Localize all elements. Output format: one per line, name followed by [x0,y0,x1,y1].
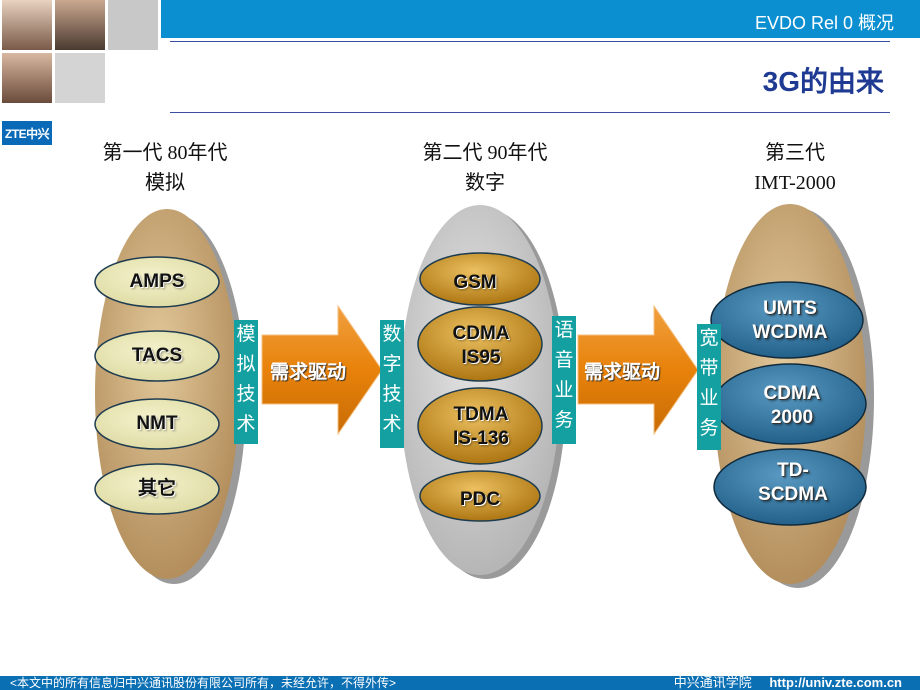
header-photo-1 [2,0,52,50]
gsm-ellipse [419,252,541,306]
gen2-label: 第二代 90年代 数字 [390,138,580,198]
tech-nmt: NMT [136,413,178,434]
header-divider-top [170,41,890,42]
tech-cdma2000: CDMA 2000 [763,383,821,428]
gen3-title: 第三代 [765,142,825,164]
page-title: 3G的由来 [762,66,884,97]
footer-bar [0,676,920,690]
broadband-service-label: 宽带业务 [697,324,721,450]
header-photo-3 [2,53,52,103]
analog-tech-label: 模拟技术 [234,320,258,444]
tech-tdma-is136: TDMA IS-136 [453,404,509,449]
demand-arrow-1 [261,304,383,436]
header-photo-2 [55,0,105,50]
gen1-label: 第一代 80年代 模拟 [70,138,260,198]
gen2-title: 第二代 90年代 [422,142,548,164]
nmt-ellipse [94,398,220,450]
tdscdma-ellipse [713,448,867,526]
tacs-ellipse [94,330,220,382]
amps-ellipse [94,256,220,308]
gen3-label: 第三代 IMT-2000 [700,138,890,198]
tech-tacs: TACS [131,345,183,366]
footer-site: 中兴通讯学院 http://univ.zte.com.cn [674,675,902,690]
digital-tech-label: 数字技术 [380,320,404,448]
tdma-ellipse [417,387,543,465]
tech-cdma-is95: CDMA IS95 [452,323,510,368]
tech-td-scdma: TD-SCDMA [758,460,828,505]
header-divider-bottom [170,112,890,113]
demand-arrow-1-label: 需求驱动 [270,362,347,383]
footer-url[interactable]: http://univ.zte.com.cn [769,675,902,690]
pdc-ellipse [419,470,541,522]
header-title: EVDO Rel 0 概况 [754,13,894,33]
footer-org: 中兴通讯学院 [673,675,752,690]
footer-copyright: <本文中的所有信息归中兴通讯股份有限公司所有，未经允许，不得外传> [10,676,397,690]
demand-arrow-2-label: 需求驱动 [584,362,661,383]
gen1-title: 第一代 80年代 [102,142,228,164]
header-photo-block [108,0,158,50]
tech-amps: AMPS [129,271,185,292]
gen2-subtitle: 数字 [465,172,505,194]
gen3-subtitle: IMT-2000 [754,172,836,194]
tech-umts-wcdma: UMTS WCDMA [752,298,828,343]
umts-ellipse [710,281,864,359]
tech-other: 其它 [137,478,176,499]
other-ellipse [94,463,220,515]
tech-pdc: PDC [459,489,501,510]
gen1-subtitle: 模拟 [145,172,185,194]
cdma-is95-ellipse [417,306,543,382]
zte-logo: ZTE中兴 [2,121,52,145]
header-photo-block-2 [55,53,105,103]
header-bar: EVDO Rel 0 概况 [161,0,920,38]
voice-service-label: 语音业务 [552,316,576,444]
demand-arrow-2 [577,304,699,436]
tech-gsm: GSM [453,272,497,293]
